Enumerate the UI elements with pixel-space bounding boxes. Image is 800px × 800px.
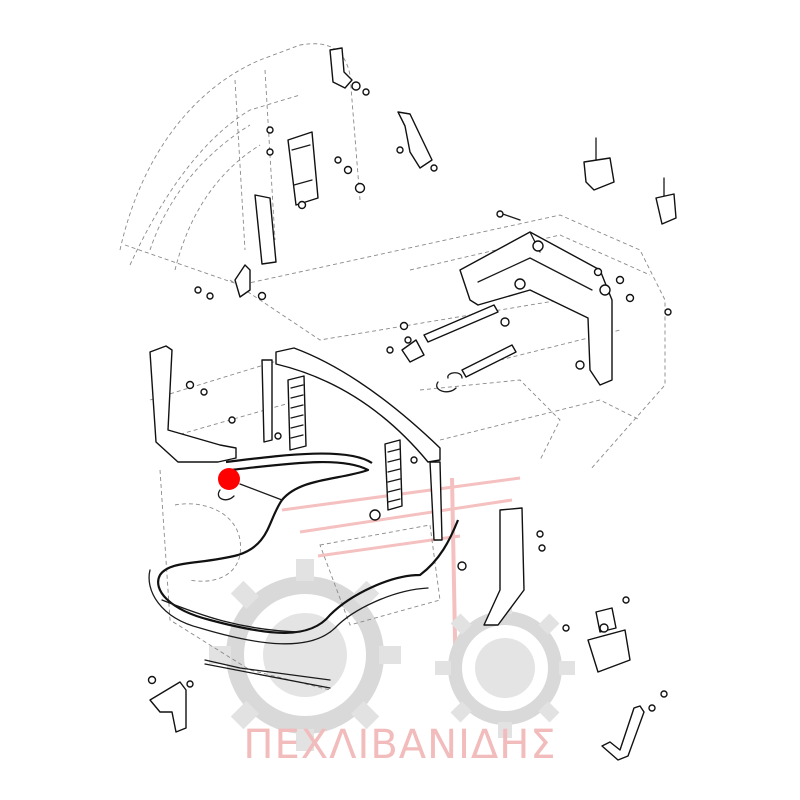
upper-right-brackets — [583, 137, 677, 225]
lower-left-bracket — [147, 675, 194, 733]
pin-bracket — [401, 339, 425, 363]
latch-hook — [397, 111, 433, 169]
latch-bracket — [587, 629, 631, 673]
nut-icon — [351, 81, 361, 91]
lower-right-latch — [562, 596, 668, 761]
brand-watermark-text: ΠΕΧΛΙΒΑΝΙΔΗΣ — [243, 722, 557, 768]
large-gear-icon — [209, 559, 401, 751]
long-rod-2 — [461, 344, 517, 378]
front-bumper-bar — [275, 347, 441, 463]
red-dot-marker-icon — [217, 468, 283, 501]
upper-hood-hardware — [194, 47, 438, 301]
tractor-logo-watermark — [209, 476, 575, 751]
perforated-strips — [287, 375, 403, 511]
small-gear-icon — [435, 598, 575, 738]
bent-rod-icon — [601, 705, 645, 761]
washer-icon — [362, 88, 370, 96]
small-angle-bracket — [234, 264, 251, 298]
support-frame — [459, 210, 672, 386]
long-rod-1 — [423, 304, 499, 343]
rods-and-pins — [386, 304, 517, 393]
hood-hinge-bracket — [329, 47, 353, 89]
mounting-plate — [287, 131, 319, 206]
clip-bracket-icon — [655, 193, 677, 225]
vertical-strip-plate — [254, 194, 277, 265]
block-bracket-icon — [583, 157, 615, 191]
lower-frame — [148, 452, 467, 689]
uprights — [149, 345, 546, 626]
